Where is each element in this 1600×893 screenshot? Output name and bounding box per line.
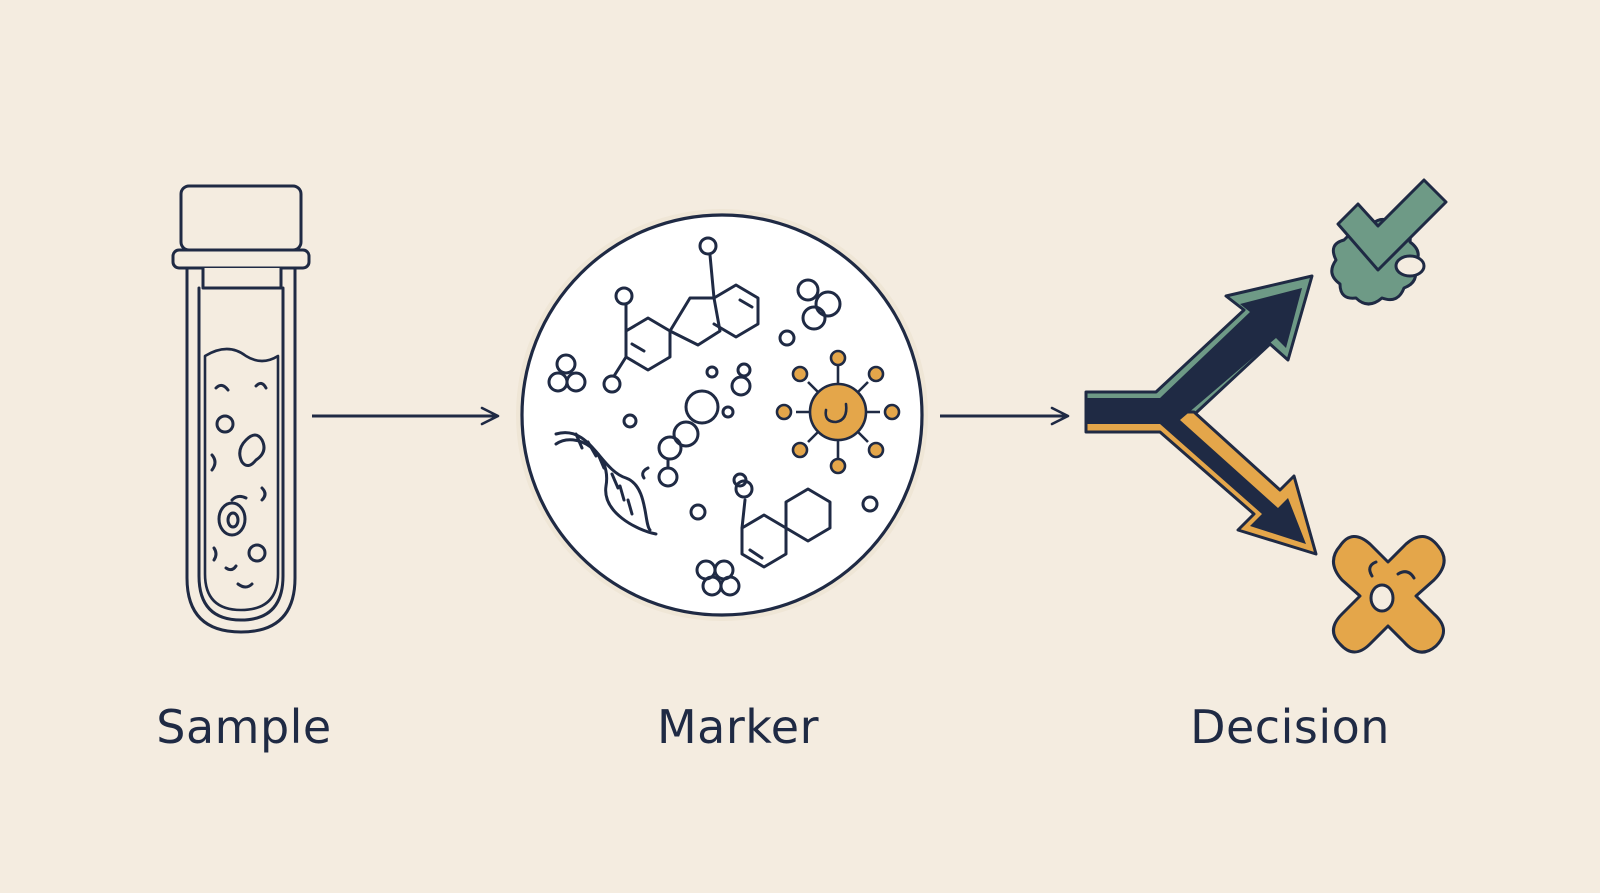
fork-arrow-icon: [1084, 274, 1318, 556]
stage-label-decision: Decision: [1190, 700, 1390, 754]
virus-icon: [775, 349, 901, 475]
stage-label-marker: Marker: [656, 700, 820, 754]
stage-label-sample: Sample: [156, 700, 332, 754]
molecule-circle-icon: [516, 209, 928, 621]
cross-icon: [1332, 535, 1446, 654]
test-tube-icon: [171, 184, 311, 634]
check-icon: [1330, 178, 1448, 306]
